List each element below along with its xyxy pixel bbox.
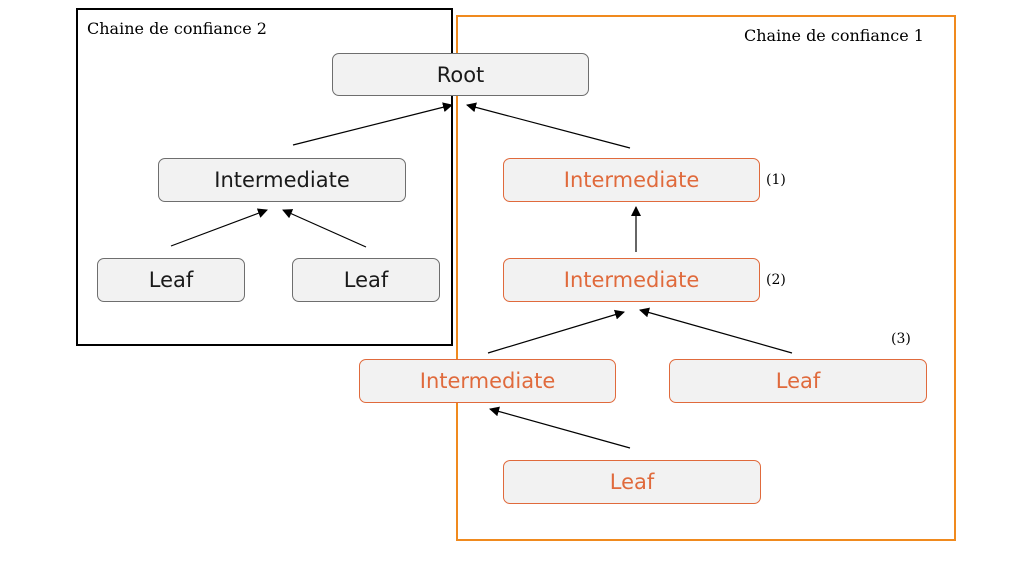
intermediate-2-node: Intermediate xyxy=(503,258,760,302)
trust-chain-1-label: Chaine de confiance 1 xyxy=(744,26,924,45)
trust-chain-1-frame xyxy=(456,15,956,541)
trust-chain-2-label: Chaine de confiance 2 xyxy=(87,19,267,38)
intermediate-left-node: Intermediate xyxy=(158,158,406,202)
leaf-left-1-node: Leaf xyxy=(97,258,245,302)
leaf-left-2-node: Leaf xyxy=(292,258,440,302)
note-1: (1) xyxy=(766,172,786,188)
note-2: (2) xyxy=(766,272,786,288)
intermediate-1-node: Intermediate xyxy=(503,158,760,202)
trust-chain-2-frame xyxy=(76,8,453,346)
root-node: Root xyxy=(332,53,589,96)
leaf-right-node: Leaf xyxy=(669,359,927,403)
intermediate-3-node: Intermediate xyxy=(359,359,616,403)
note-3: (3) xyxy=(891,331,911,347)
leaf-bottom-node: Leaf xyxy=(503,460,761,504)
